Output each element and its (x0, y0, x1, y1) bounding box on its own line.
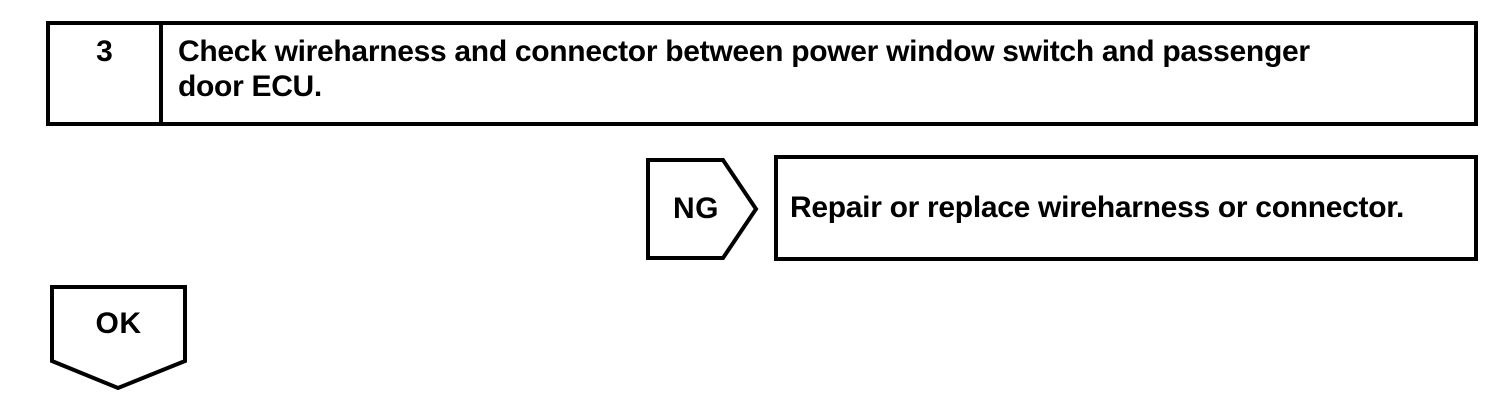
step-instruction: Check wireharness and connector between … (163, 25, 1474, 122)
step-number: 3 (96, 35, 113, 68)
step-box: 3 Check wireharness and connector betwee… (46, 21, 1478, 126)
ok-branch-pentagon: OK (50, 285, 187, 391)
ng-label: NG (673, 192, 719, 225)
ng-action-text: Repair or replace wireharness or connect… (790, 191, 1405, 224)
ok-pentagon-down-arrow-icon (50, 285, 187, 391)
step-number-cell: 3 (50, 25, 163, 122)
step-instruction-line-2: door ECU. (178, 70, 322, 103)
step-instruction-line-1: Check wireharness and connector between … (178, 35, 1310, 68)
ng-pentagon-right-arrow-icon (646, 158, 759, 260)
ng-branch-pentagon: NG (646, 158, 760, 260)
ok-label: OK (95, 307, 142, 340)
ng-action-box: Repair or replace wireharness or connect… (774, 155, 1478, 261)
